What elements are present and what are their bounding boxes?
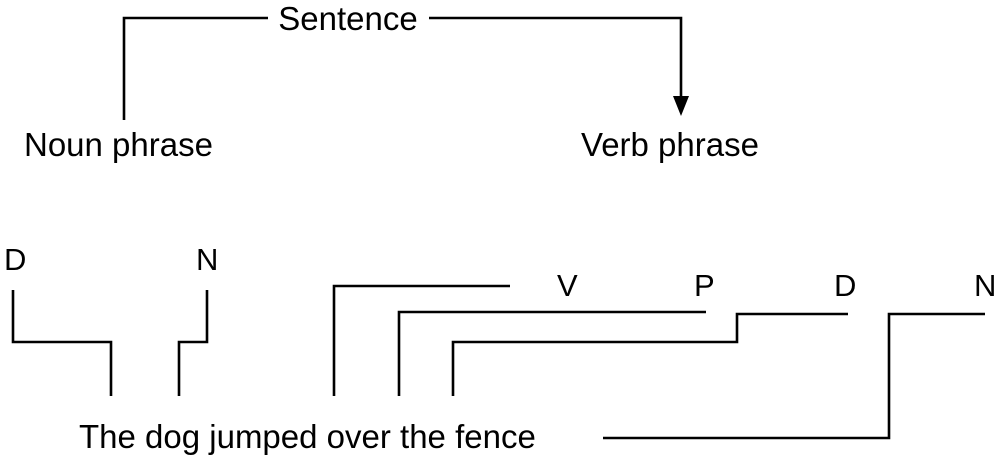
tag-preposition: P [694, 268, 715, 303]
preposition-connector [397, 310, 706, 396]
sentence-text: The dog jumped over the fence [79, 418, 536, 455]
tag-determiner-2: D [834, 268, 856, 303]
verb-connector [332, 284, 510, 396]
verb-phrase-arrowhead [673, 96, 689, 116]
sentence-to-noun-phrase-connector [122, 16, 268, 120]
tag-noun-1: N [196, 242, 218, 277]
verb-phrase-label: Verb phrase [581, 126, 759, 163]
tag-determiner-1: D [4, 242, 26, 277]
noun-1-connector [177, 290, 209, 396]
sentence-to-verb-phrase-connector [429, 16, 683, 103]
tag-verb: V [557, 268, 578, 303]
noun-phrase-label: Noun phrase [24, 126, 213, 163]
noun-2-connector [603, 312, 985, 440]
determiner-2-connector [451, 312, 848, 396]
determiner-1-connector [11, 290, 113, 396]
tag-noun-2: N [974, 268, 996, 303]
sentence-root-label: Sentence [278, 0, 417, 37]
